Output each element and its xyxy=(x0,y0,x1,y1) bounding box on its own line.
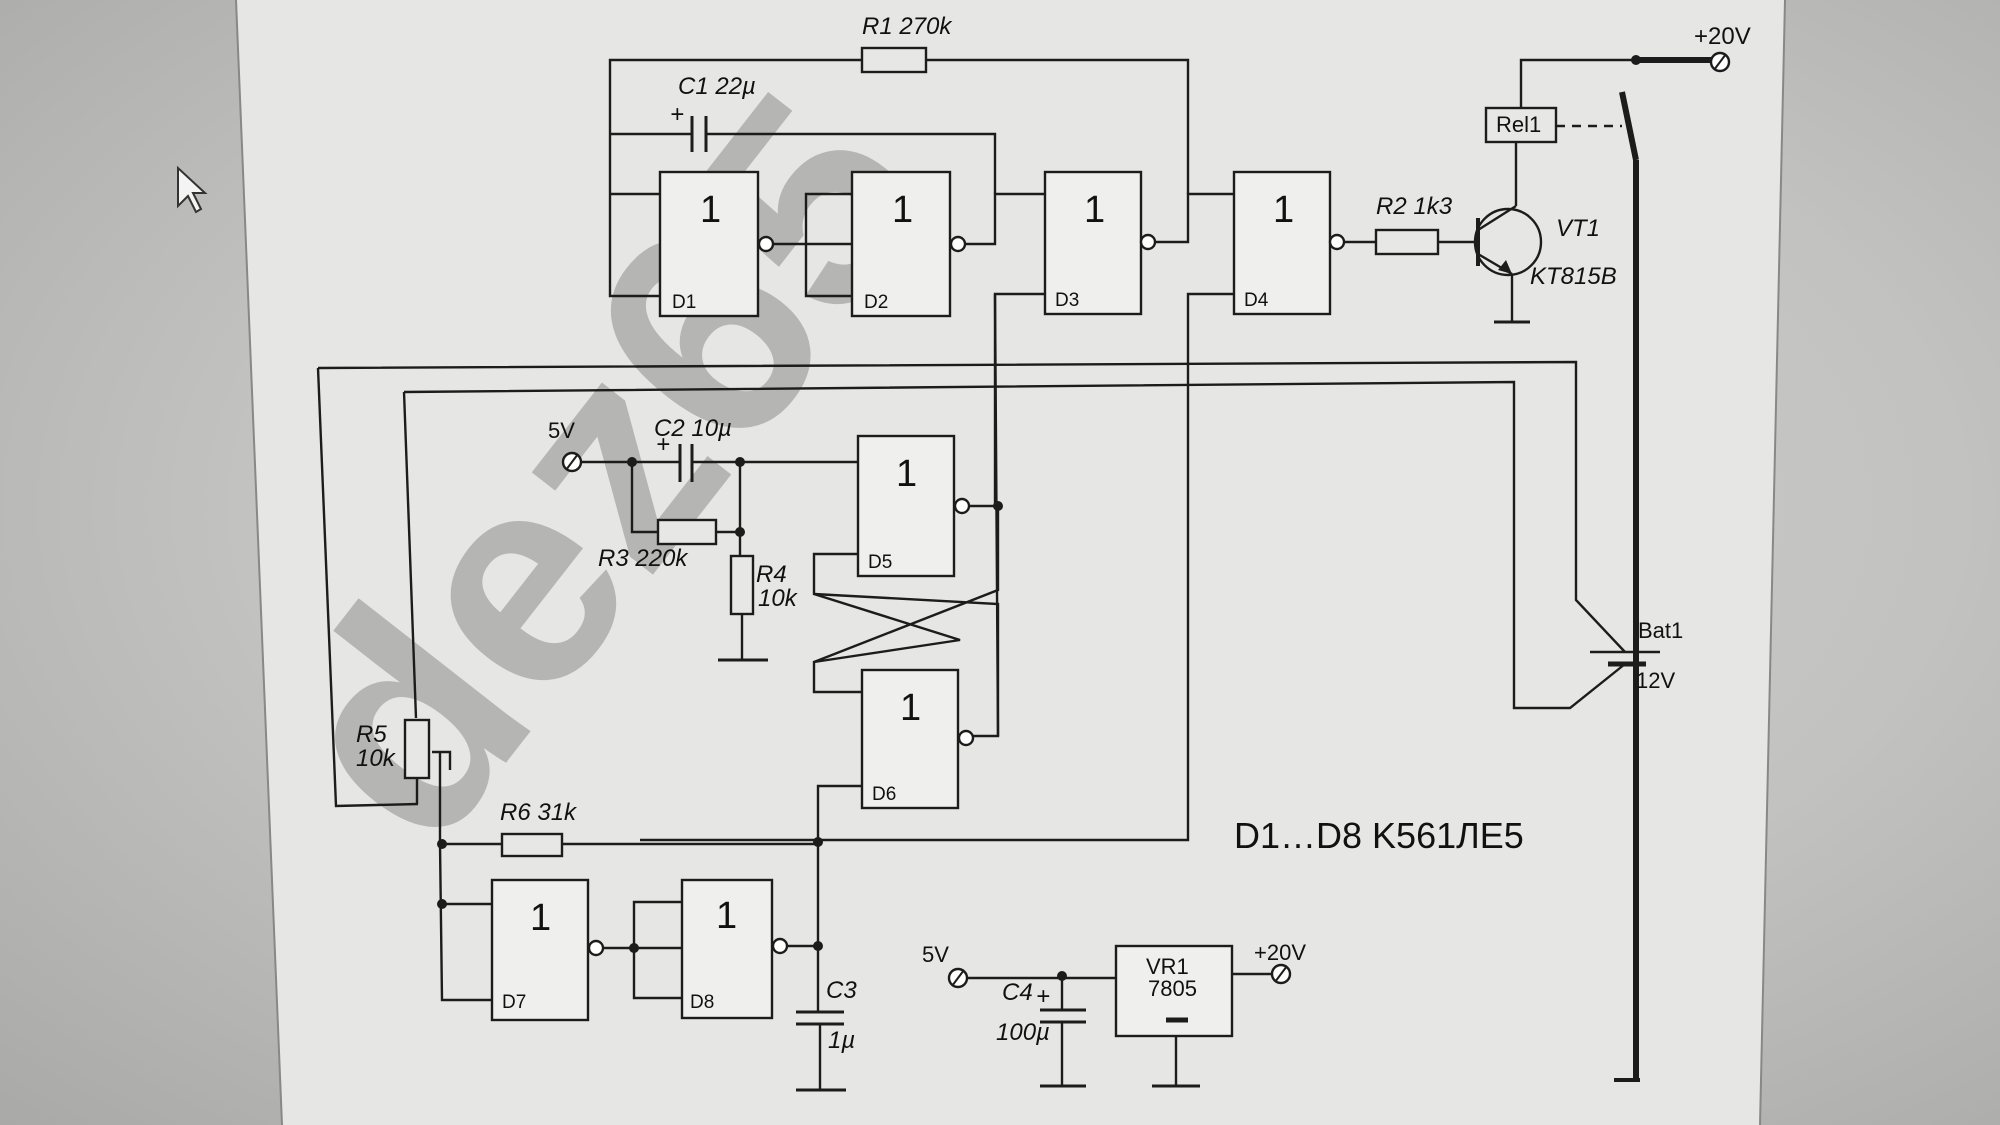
label-r5: R5 xyxy=(356,721,387,748)
gate-d7-symbol: 1 xyxy=(530,897,551,939)
label-r6: R6 31k xyxy=(500,799,578,826)
label-c3-value: 1µ xyxy=(828,1027,855,1054)
label-20v-top: +20V xyxy=(1694,23,1751,50)
resistor-r3 xyxy=(656,518,718,546)
gate-d2-symbol: 1 xyxy=(892,189,913,231)
label-5v-b: 5V xyxy=(922,942,949,967)
label-c3: C3 xyxy=(826,977,857,1004)
label-bat1-value: 12V xyxy=(1636,668,1675,693)
gate-d2 xyxy=(850,170,952,318)
label-r4: R4 xyxy=(756,561,787,588)
label-r4-value: 10k xyxy=(758,585,799,612)
gate-d6-name: D6 xyxy=(872,784,896,805)
gate-d5 xyxy=(856,434,956,578)
label-r1: R1 270k xyxy=(862,13,953,40)
parts-note: D1…D8 K561ЛЕ5 xyxy=(1234,815,1524,856)
gate-d3-symbol: 1 xyxy=(1084,189,1105,231)
gate-d1 xyxy=(658,170,760,318)
transistor-vt1 xyxy=(1473,207,1543,277)
wire-r1-loop xyxy=(608,58,1190,194)
label-r5-value: 10k xyxy=(356,745,397,772)
label-r3: R3 220k xyxy=(598,545,689,572)
gate-d5-symbol: 1 xyxy=(896,453,917,495)
gate-d1-symbol: 1 xyxy=(700,189,721,231)
label-vr1-type: 7805 xyxy=(1148,976,1197,1001)
gate-d6-symbol: 1 xyxy=(900,687,921,729)
resistor-r2 xyxy=(1374,228,1440,256)
gate-d4 xyxy=(1232,170,1332,316)
gate-d7-name: D7 xyxy=(502,992,526,1013)
gate-d3-name: D3 xyxy=(1055,290,1079,311)
switch-rel1 xyxy=(1619,91,1639,161)
label-c4-value: 100µ xyxy=(996,1019,1050,1046)
resistor-r4 xyxy=(729,554,755,616)
label-vr1: VR1 xyxy=(1146,954,1189,979)
c1-plus: + xyxy=(670,101,684,128)
label-r2: R2 1k3 xyxy=(1376,193,1453,220)
c2-plus: + xyxy=(656,431,670,458)
gate-d2-name: D2 xyxy=(864,292,888,313)
gate-d8-symbol: 1 xyxy=(716,895,737,937)
resistor-r6 xyxy=(500,832,564,858)
gate-d6 xyxy=(860,668,960,810)
label-20v-bottom: +20V xyxy=(1254,940,1306,965)
label-bat1: Bat1 xyxy=(1638,618,1683,643)
label-rel1: Rel1 xyxy=(1496,112,1541,137)
gate-d5-name: D5 xyxy=(868,552,892,573)
gate-d1-name: D1 xyxy=(672,292,696,313)
relay-rel1 xyxy=(1484,106,1558,144)
label-c4: C4 xyxy=(1002,979,1033,1006)
gate-d8 xyxy=(680,878,774,1020)
gate-d4-name: D4 xyxy=(1244,290,1269,311)
gate-d7 xyxy=(490,878,590,1022)
resistor-r5 xyxy=(403,718,431,780)
label-c1: C1 22µ xyxy=(678,73,756,100)
mouse-cursor-icon[interactable] xyxy=(177,165,208,214)
label-c2: C2 10µ xyxy=(654,415,732,442)
c4-plus: + xyxy=(1036,983,1050,1010)
resistor-r1 xyxy=(860,46,928,74)
gate-d8-name: D8 xyxy=(690,992,714,1013)
label-5v-a: 5V xyxy=(548,418,575,443)
label-vt1-type: KT815B xyxy=(1530,263,1617,290)
gate-d4-symbol: 1 xyxy=(1273,189,1294,231)
label-vt1: VT1 xyxy=(1556,215,1600,242)
